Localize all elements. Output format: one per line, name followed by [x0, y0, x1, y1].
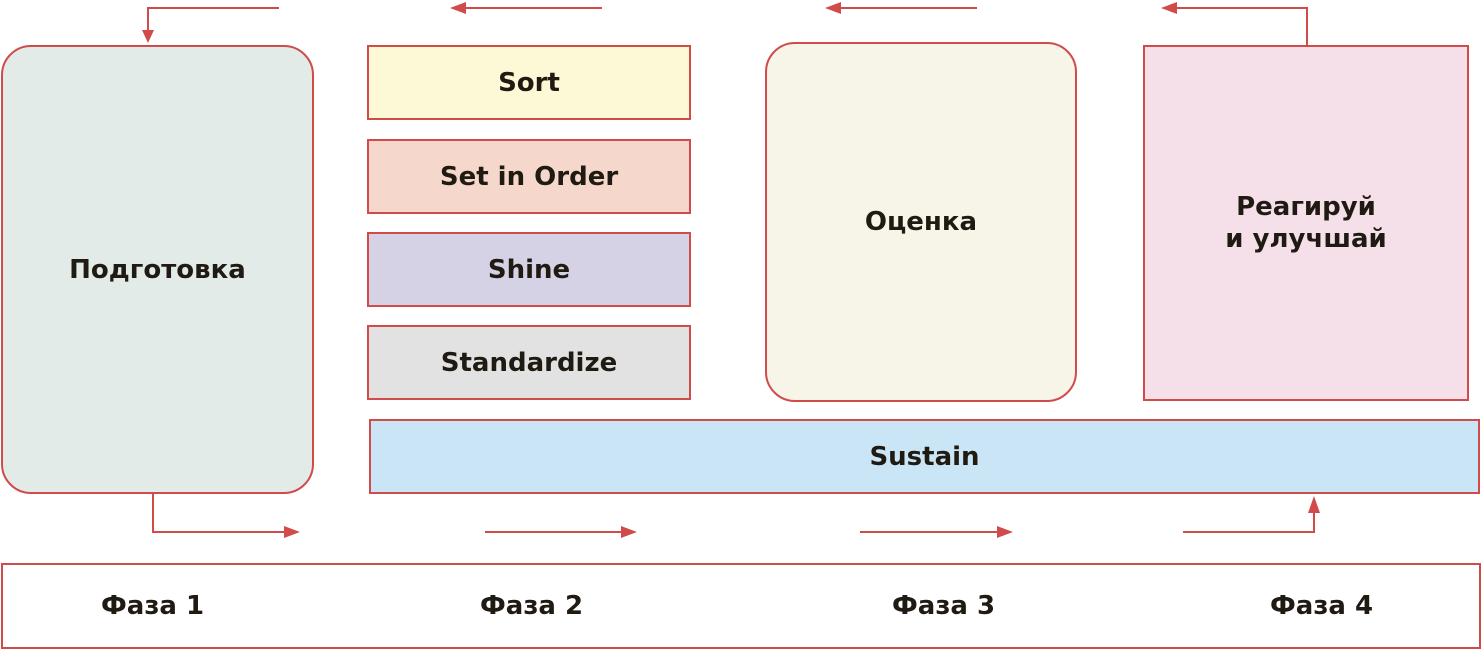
- shine-box: Shine: [367, 232, 691, 307]
- arrow-top-left-3: [825, 2, 977, 14]
- phase-3-label: Фаза 3: [892, 591, 996, 621]
- set-in-order-box: Set in Order: [367, 139, 691, 214]
- phase-1-label: Фаза 1: [101, 591, 205, 621]
- sort-label: Sort: [498, 67, 560, 98]
- evaluation-box: Оценка: [765, 42, 1077, 402]
- evaluation-label: Оценка: [864, 207, 978, 237]
- arrow-from-react-box: [1161, 2, 1308, 45]
- standardize-label: Standardize: [440, 347, 618, 378]
- phase-bar: Фаза 1 Фаза 2 Фаза 3 Фаза 4: [1, 563, 1481, 649]
- arrow-bottom-right-2: [485, 526, 637, 538]
- preparation-box: Подготовка: [1, 45, 314, 494]
- sustain-label: Sustain: [869, 441, 980, 472]
- standardize-box: Standardize: [367, 325, 691, 400]
- sustain-box: Sustain: [369, 419, 1480, 494]
- react-improve-label: Реагируй и улучшай: [1225, 192, 1387, 254]
- phase-4-label: Фаза 4: [1270, 591, 1374, 621]
- arrow-bottom-right-3: [860, 526, 1013, 538]
- arrow-to-sustain: [1183, 496, 1320, 533]
- arrow-top-left-2: [450, 2, 602, 14]
- arrow-top-to-preparation: [142, 7, 279, 43]
- preparation-label: Подготовка: [69, 254, 246, 285]
- react-improve-box: Реагируй и улучшай: [1143, 45, 1469, 401]
- shine-label: Shine: [487, 254, 571, 285]
- phase-2-label: Фаза 2: [480, 591, 584, 621]
- arrow-from-preparation: [152, 494, 300, 538]
- sort-box: Sort: [367, 45, 691, 120]
- set-in-order-label: Set in Order: [439, 161, 619, 192]
